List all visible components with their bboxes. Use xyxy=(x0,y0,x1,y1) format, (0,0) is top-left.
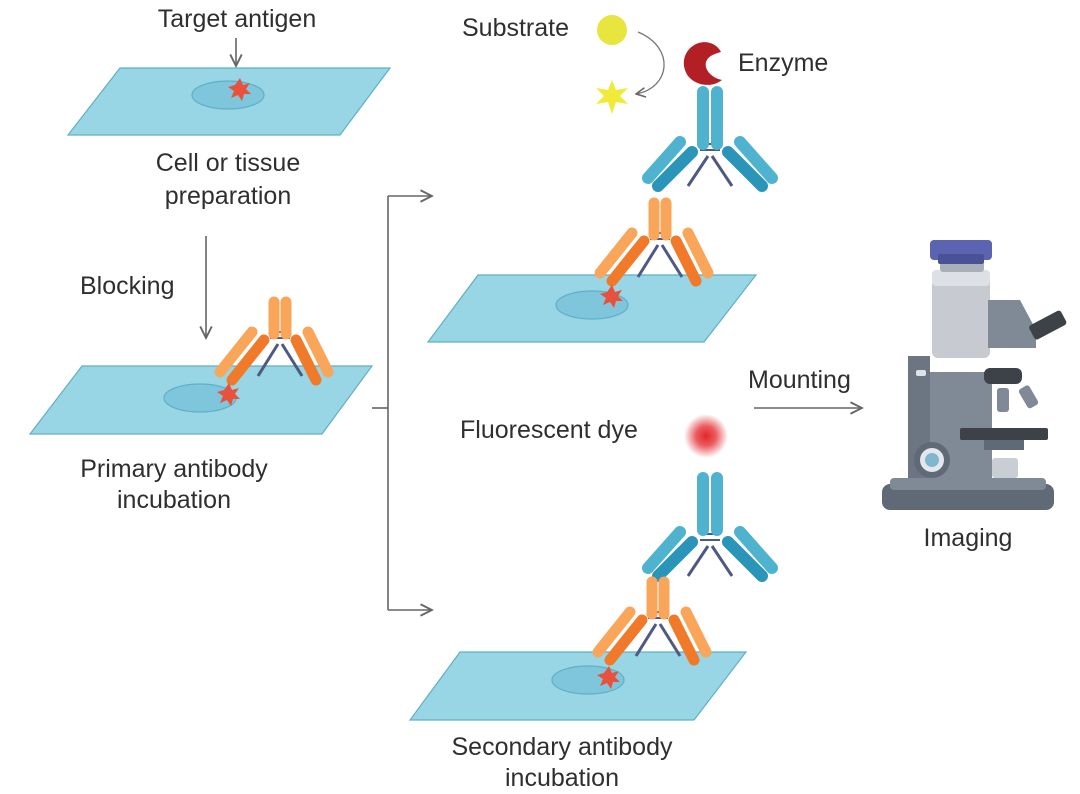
label-imaging: Imaging xyxy=(923,524,1013,552)
fluorescent-dye-icon xyxy=(684,414,728,458)
label-substrate: Substrate xyxy=(462,14,570,42)
cell-well xyxy=(191,80,265,110)
primary-antibody-icon xyxy=(592,576,712,666)
label-primary-line2: incubation xyxy=(117,486,231,514)
slide-cell-preparation xyxy=(66,67,392,136)
branch-arrows xyxy=(372,196,432,610)
label-fluorescent-dye: Fluorescent dye xyxy=(460,416,638,444)
label-target-antigen: Target antigen xyxy=(157,5,317,33)
label-blocking: Blocking xyxy=(80,272,175,300)
enzyme-icon xyxy=(683,42,722,85)
label-mounting: Mounting xyxy=(748,366,851,394)
microscope-icon xyxy=(882,240,1067,510)
secondary-antibody-icon xyxy=(642,86,778,192)
product-star-icon xyxy=(596,80,628,114)
secondary-antibody-icon xyxy=(642,472,778,582)
substrate-circle-icon xyxy=(597,15,627,45)
reaction-arrow xyxy=(636,31,665,94)
slide-primary-incubation xyxy=(28,365,374,435)
primary-antibody-icon xyxy=(594,197,714,287)
label-enzyme: Enzyme xyxy=(738,49,829,77)
slide-branch-enzyme xyxy=(426,274,758,343)
label-secondary-line2: incubation xyxy=(505,764,619,792)
label-primary-line1: Primary antibody xyxy=(80,455,268,483)
label-cell-preparation-line1: Cell or tissue xyxy=(155,149,301,177)
slide-branch-fluorescent xyxy=(408,651,748,721)
primary-antibody-icon xyxy=(214,296,334,386)
label-cell-preparation-line2: preparation xyxy=(164,182,292,210)
label-secondary-line1: Secondary antibody xyxy=(451,733,673,761)
